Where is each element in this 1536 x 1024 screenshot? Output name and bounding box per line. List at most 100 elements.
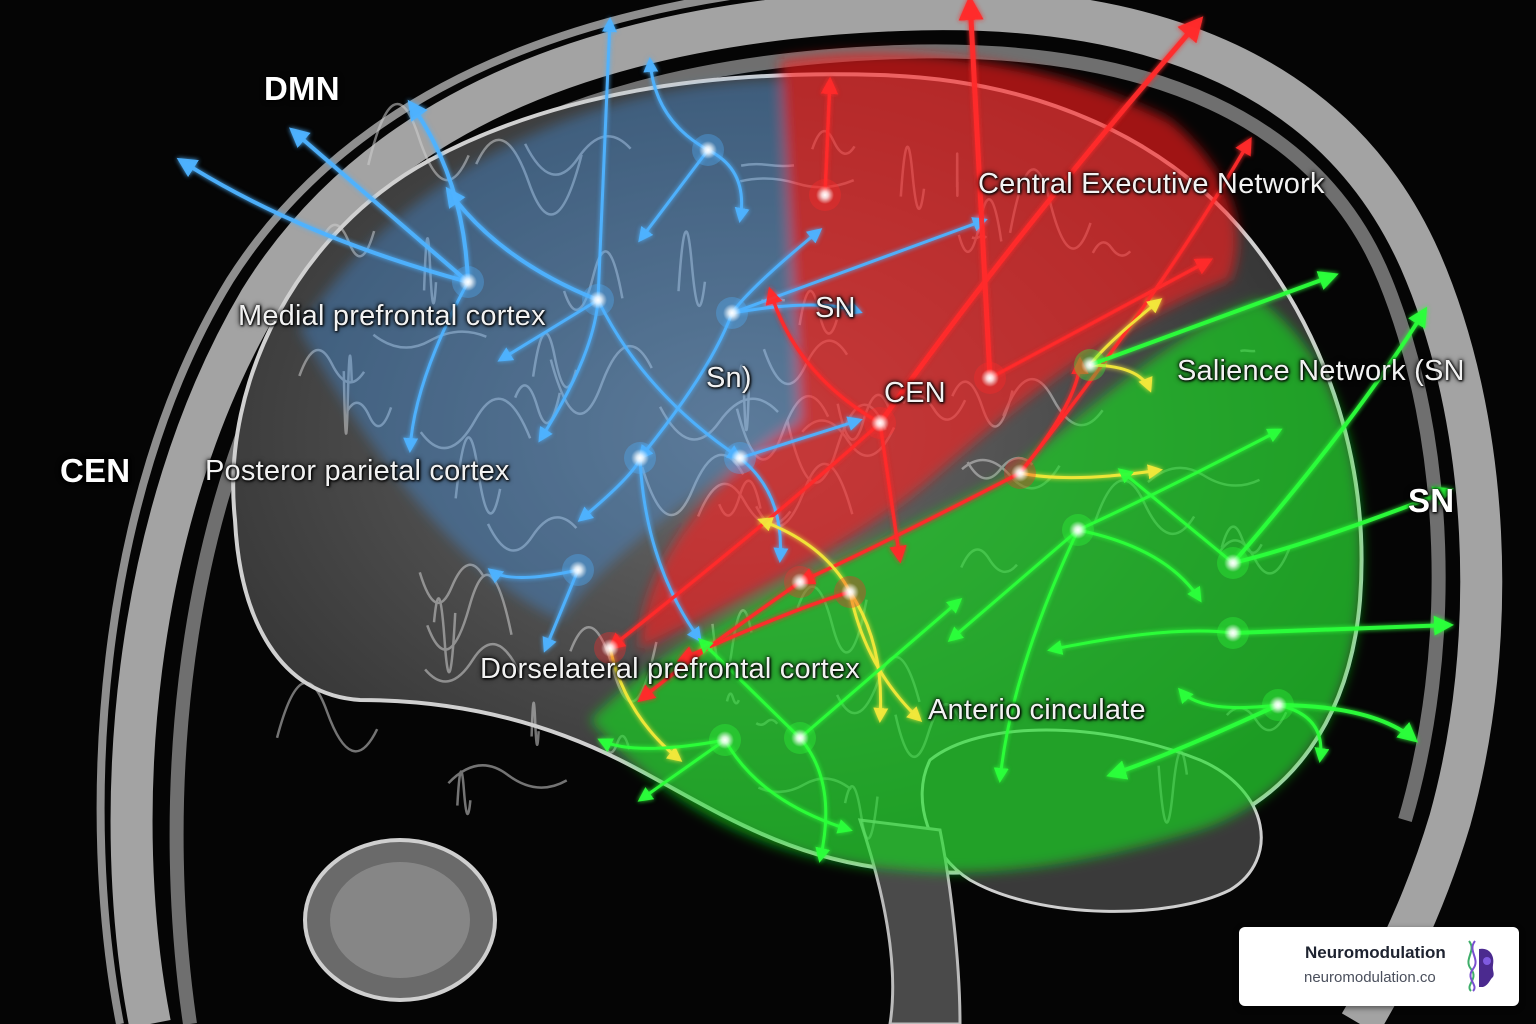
watermark-url: neuromodulation.co [1304, 969, 1436, 986]
connection-arrow [1018, 136, 1252, 475]
label-cen-center: CEN [884, 377, 946, 409]
network-connections [176, 0, 1454, 863]
network-node [791, 573, 809, 591]
connection-arrow [799, 598, 963, 740]
connection-arrow [877, 16, 1204, 425]
connection-arrow [739, 416, 863, 460]
connection-arrow [697, 637, 802, 740]
label-medial-prefrontal-cortex: Medial prefrontal cortex [238, 300, 546, 332]
connection-arrow [288, 127, 470, 284]
label-central-executive-network: Central Executive Network [978, 168, 1325, 200]
gyrus-fold [275, 681, 379, 753]
network-node [569, 561, 587, 579]
label-anterior-cingulate: Anterio cinculate [928, 694, 1146, 726]
connection-arrow [638, 312, 734, 461]
cen-heading: CEN [60, 452, 131, 489]
label-dorsolateral-prefrontal-cortex: Dorselateral prefrontal cortex [480, 653, 860, 685]
connection-arrow [723, 739, 853, 834]
connection-arrow [1231, 306, 1428, 565]
connection-arrow [1047, 629, 1234, 655]
connection-arrow [1077, 528, 1202, 603]
connection-arrow [1232, 615, 1454, 636]
connection-arrow [1277, 703, 1330, 763]
connection-arrow [497, 298, 599, 362]
network-node [1081, 356, 1099, 374]
connection-arrow [765, 286, 881, 425]
network-node [1269, 696, 1287, 714]
gyrus-fold [432, 597, 457, 674]
connection-arrow [989, 258, 1214, 380]
gyrus-fold [424, 642, 522, 683]
gyrus-fold [426, 573, 513, 651]
network-node [1224, 624, 1242, 642]
connection-arrow [176, 157, 469, 284]
watermark-title: Neuromodulation [1305, 943, 1446, 962]
label-posterior-parietal-cortex: Posteror parietal cortex [205, 455, 510, 487]
connection-arrow [958, 0, 993, 379]
network-node [1011, 464, 1029, 482]
connection-arrow [731, 300, 863, 315]
connection-arrow [596, 17, 617, 301]
connection-arrow [820, 76, 839, 196]
connection-arrow [1019, 464, 1163, 480]
connection-arrow [739, 456, 789, 563]
connection-arrow [538, 299, 600, 443]
connection-arrow [1232, 486, 1454, 565]
dmn-heading: DMN [264, 70, 340, 107]
connection-arrow [608, 647, 683, 762]
label-sn-small: Sn) [706, 362, 752, 394]
gyrus-fold [447, 764, 568, 789]
connection-arrow [643, 57, 709, 152]
connection-arrow [848, 591, 923, 723]
sn-heading: SN [1408, 482, 1455, 519]
connection-arrow [1077, 428, 1283, 532]
connection-arrow [597, 738, 726, 752]
network-node [631, 449, 649, 467]
connection-arrow [1178, 687, 1279, 710]
connection-arrow [596, 299, 743, 460]
connection-arrow [1117, 468, 1234, 565]
network-node [731, 449, 749, 467]
connection-arrow [798, 737, 831, 863]
connection-arrow [487, 568, 579, 584]
connection-arrow [407, 99, 470, 283]
network-node [601, 639, 619, 657]
network-node [981, 369, 999, 387]
gyrus-fold [966, 456, 1034, 480]
connection-arrow [731, 217, 988, 315]
network-node [816, 186, 834, 204]
connection-arrow [848, 591, 889, 723]
gyrus-fold [456, 770, 472, 816]
connection-arrow [1106, 703, 1279, 780]
network-node [459, 273, 477, 291]
connection-arrow [638, 149, 710, 243]
connection-arrow [947, 528, 1079, 642]
gyrus-fold [418, 563, 485, 605]
network-node [1224, 554, 1242, 572]
label-salience-network: Salience Network (SN [1177, 355, 1465, 387]
network-node [871, 414, 889, 432]
network-node [699, 141, 717, 159]
connection-arrow [1018, 356, 1089, 475]
network-node [716, 731, 734, 749]
connection-arrow [445, 186, 599, 302]
connection-arrow [637, 738, 726, 802]
network-node [589, 291, 607, 309]
network-node [1069, 521, 1087, 539]
label-sn-center: SN [815, 292, 856, 324]
connection-arrow [878, 422, 907, 564]
connection-arrow [1089, 271, 1339, 367]
connection-arrow [403, 281, 470, 453]
dna-head-icon [1467, 940, 1494, 992]
connection-arrow [757, 517, 852, 593]
gyrus-fold [530, 701, 540, 746]
watermark-badge: Neuromodulation neuromodulation.co [1239, 927, 1519, 1006]
network-nodes [452, 134, 1294, 756]
connection-arrow [1277, 703, 1419, 743]
network-node [791, 729, 809, 747]
network-node [723, 304, 741, 322]
connection-arrow [993, 529, 1080, 783]
network-node [841, 583, 859, 601]
connection-arrow [638, 457, 702, 643]
